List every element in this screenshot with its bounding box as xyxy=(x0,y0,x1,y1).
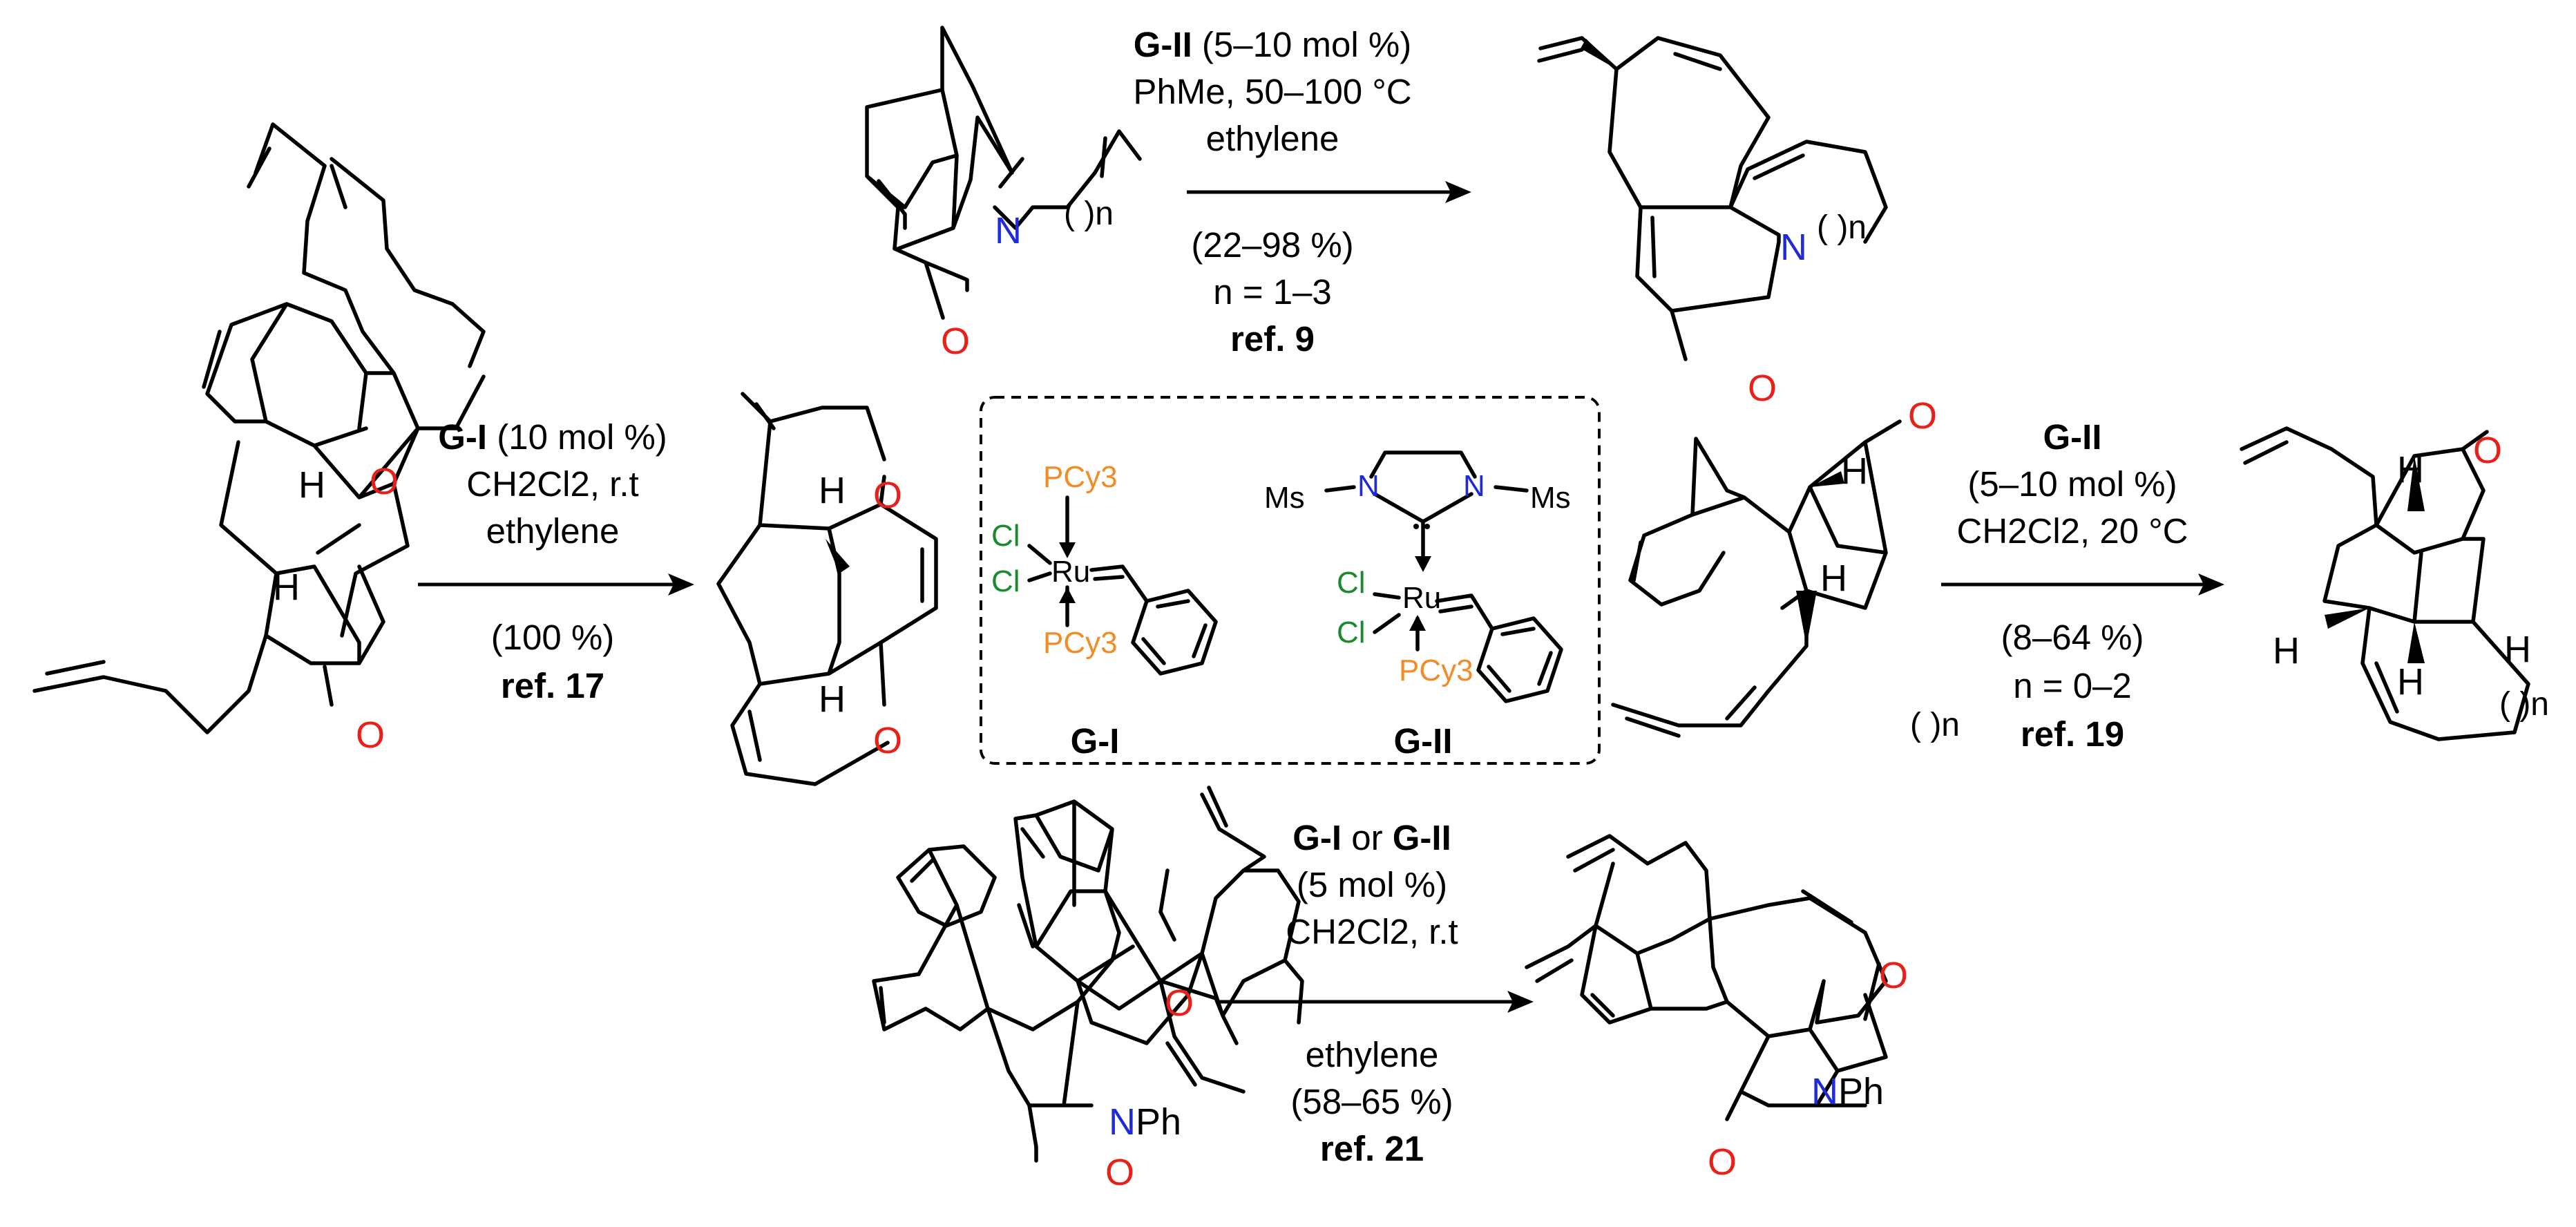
chloride-ligand: Cl xyxy=(991,519,1020,553)
substrate-left xyxy=(202,122,486,638)
atom-oxygen: O xyxy=(873,720,902,761)
ruthenium-center: Ru xyxy=(1402,581,1441,615)
atom-oxygen: O xyxy=(1165,982,1194,1024)
top-conditions-solvent: PhMe, 50–100 °C xyxy=(1133,72,1411,111)
top-arrowhead xyxy=(1445,181,1471,203)
catalyst-g1: PCy3 Cl Cl Ru PCy3 G-I xyxy=(991,460,1218,761)
bottom-yield: (58–65 %) xyxy=(1290,1082,1453,1121)
atom-oxygen: O xyxy=(1908,395,1937,437)
atom-oxygen: O xyxy=(1105,1152,1134,1193)
bottom-conditions-gas: ethylene xyxy=(1306,1035,1439,1074)
substrate-left-lower xyxy=(32,440,385,734)
catalyst-box xyxy=(980,396,1601,765)
top-conditions-gas: ethylene xyxy=(1206,119,1339,158)
ring-size-label: ( )n xyxy=(1910,707,1960,743)
phosphine-ligand: PCy3 xyxy=(1043,626,1118,660)
atom-hydrogen: H xyxy=(819,470,846,511)
atom-hydrogen: H xyxy=(2397,449,2424,491)
imide-nitrogen: NPh xyxy=(1109,1101,1181,1143)
right-arrowhead xyxy=(2198,573,2224,596)
atom-nitrogen: N xyxy=(1780,227,1807,268)
imide-nitrogen: NPh xyxy=(1811,1071,1884,1112)
atom-hydrogen: H xyxy=(2504,629,2531,670)
bottom-conditions-line1: G-I or G-II xyxy=(1292,818,1451,857)
catalyst-g2: N N Ms Ms Cl Cl Ru PCy3 G-II xyxy=(1264,450,1571,761)
phosphine-ligand: PCy3 xyxy=(1399,654,1473,687)
atom-oxygen: O xyxy=(2473,430,2502,471)
product-top xyxy=(1537,36,1888,361)
left-conditions-line1: G-I (10 mol %) xyxy=(438,417,667,457)
atom-oxygen: O xyxy=(370,461,399,502)
left-arrowhead xyxy=(668,573,694,596)
right-n-range: n = 0–2 xyxy=(2013,666,2132,705)
ruthenium-center: Ru xyxy=(1051,555,1090,589)
product-left xyxy=(716,392,938,786)
phosphine-ligand: PCy3 xyxy=(1043,460,1118,494)
substrate-top xyxy=(865,26,1142,320)
atom-hydrogen: H xyxy=(2397,661,2424,703)
atom-oxygen: O xyxy=(1708,1141,1737,1183)
bottom-conditions-loading: (5 mol %) xyxy=(1297,865,1447,904)
catalyst-g2-label: G-II xyxy=(1394,721,1453,761)
atom-oxygen: O xyxy=(873,475,902,516)
chloride-ligand: Cl xyxy=(1337,566,1366,600)
atom-oxygen: O xyxy=(941,321,970,362)
ring-size-label: ( )n xyxy=(1817,209,1867,246)
left-yield: (100 %) xyxy=(491,618,615,657)
right-conditions-loading: (5–10 mol %) xyxy=(1967,464,2177,504)
right-conditions-catalyst: G-II xyxy=(2043,417,2102,457)
atom-nitrogen: N xyxy=(1357,469,1380,503)
atom-hydrogen: H xyxy=(298,464,325,506)
left-conditions-gas: ethylene xyxy=(486,511,620,551)
mesyl-group: Ms xyxy=(1264,481,1305,515)
atom-oxygen: O xyxy=(1748,368,1777,409)
top-reference: ref. 9 xyxy=(1230,319,1315,359)
left-reference: ref. 17 xyxy=(501,666,604,705)
atom-nitrogen: N xyxy=(995,210,1022,251)
substrate-right xyxy=(1611,419,1902,738)
right-conditions-solvent: CH2Cl2, 20 °C xyxy=(1956,511,2188,551)
mesyl-group: Ms xyxy=(1530,481,1571,515)
atom-nitrogen: N xyxy=(1463,469,1485,503)
right-yield: (8–64 %) xyxy=(2001,618,2144,657)
atom-hydrogen: H xyxy=(1841,450,1868,492)
product-right xyxy=(2240,426,2530,741)
ring-size-label: ( )n xyxy=(1064,196,1114,232)
atom-oxygen: O xyxy=(1879,955,1908,996)
top-yield: (22–98 %) xyxy=(1191,225,1353,265)
catalyst-g1-label: G-I xyxy=(1071,721,1120,761)
bottom-conditions-solvent: CH2Cl2, r.t xyxy=(1286,912,1458,951)
top-n-range: n = 1–3 xyxy=(1213,272,1332,312)
top-conditions-line1: G-II (5–10 mol %) xyxy=(1134,25,1411,64)
bottom-reference: ref. 21 xyxy=(1320,1129,1424,1168)
substrate-bottom-left xyxy=(872,844,1121,1163)
bottom-arrowhead xyxy=(1507,991,1534,1013)
chloride-ligand: Cl xyxy=(1337,616,1366,649)
ring-size-label: ( )n xyxy=(2499,686,2549,723)
atom-hydrogen: H xyxy=(819,678,846,720)
atom-hydrogen: H xyxy=(2273,630,2300,672)
chloride-ligand: Cl xyxy=(991,564,1020,598)
right-reference: ref. 19 xyxy=(2021,714,2124,754)
product-bottom xyxy=(1525,834,1888,1121)
left-conditions-solvent: CH2Cl2, r.t xyxy=(466,464,638,504)
atom-hydrogen: H xyxy=(1820,558,1847,599)
atom-oxygen: O xyxy=(356,714,385,756)
substrate-bottom xyxy=(1013,786,1304,1094)
